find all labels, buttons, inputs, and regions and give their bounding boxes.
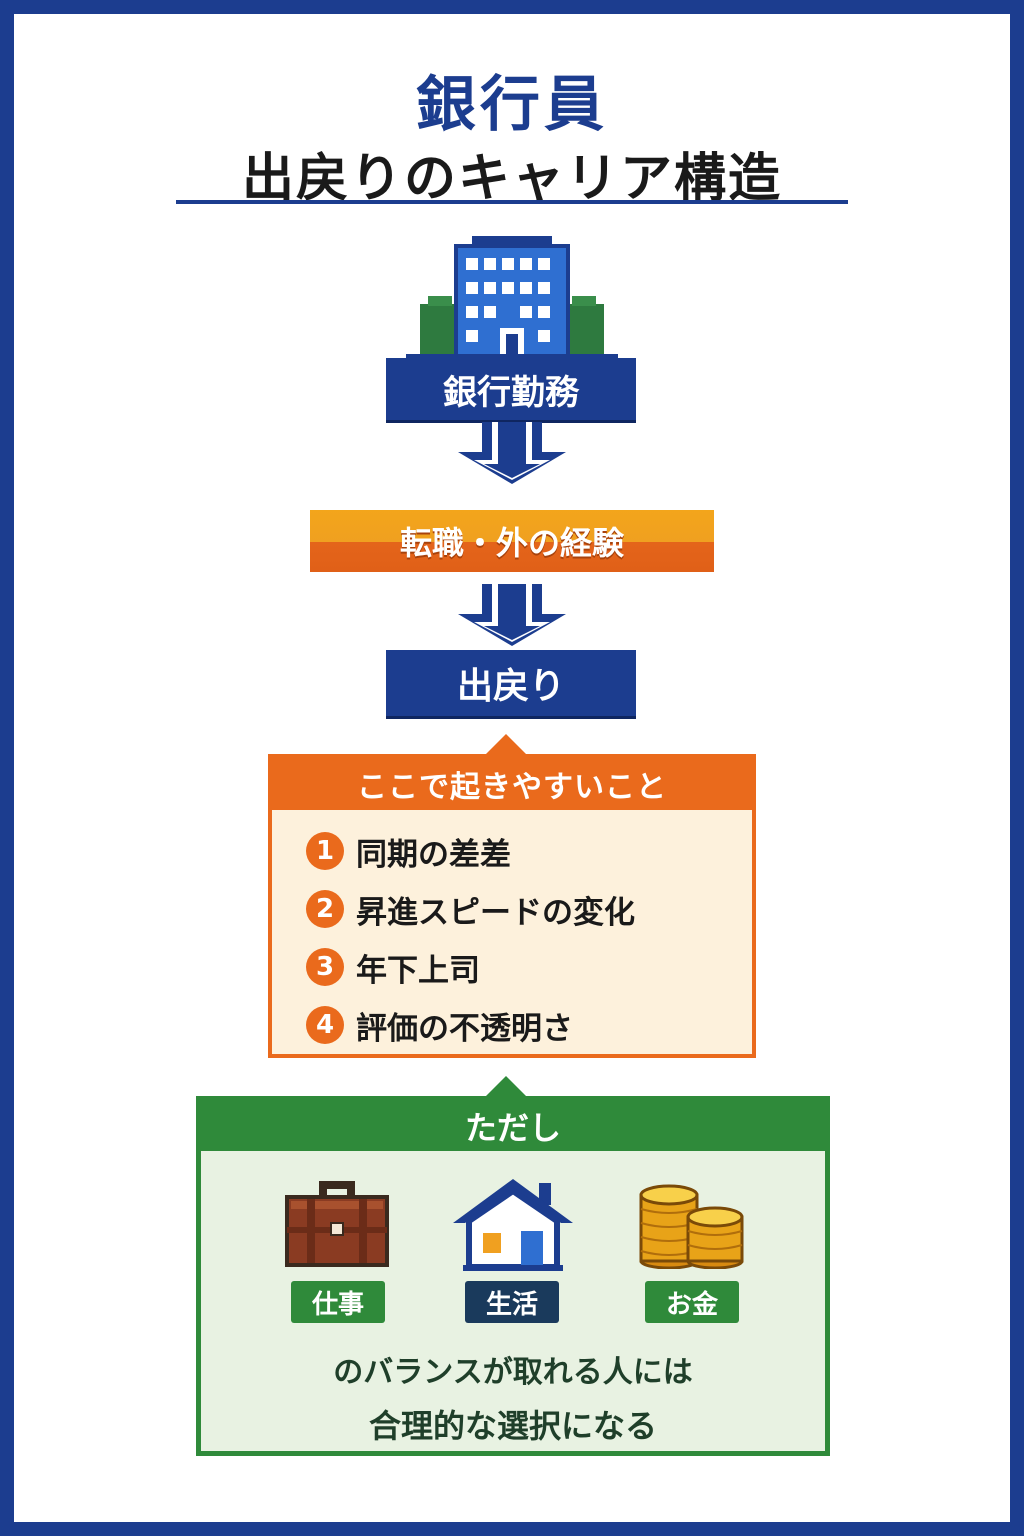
however-header: ただし (201, 1101, 825, 1151)
issue-item: 3 年下上司 (306, 944, 480, 990)
briefcase-icon (285, 1181, 389, 1267)
issue-number-badge: 1 (306, 832, 344, 870)
poster-frame: 銀行員 出戻りのキャリア構造 銀行勤務 転職・外の経験 出戻り (14, 14, 1010, 1522)
bank-work-box: 銀行勤務 (386, 358, 636, 420)
down-arrow-icon (458, 422, 566, 484)
work-tag: 仕事 (291, 1281, 385, 1323)
issue-number-badge: 2 (306, 890, 344, 928)
title-sub: 出戻りのキャリア構造 (241, 149, 782, 209)
however-panel: ただし (196, 1096, 830, 1456)
title-divider (176, 200, 848, 204)
life-tag: 生活 (465, 1281, 559, 1323)
issue-item: 1 同期の差差 (306, 828, 511, 874)
conclusion-text: 合理的な選択になる (368, 1407, 657, 1445)
issue-text: 評価の不透明さ (356, 1010, 573, 1047)
return-box: 出戻り (386, 650, 636, 716)
down-arrow-icon (458, 584, 566, 646)
outside-experience-band: 転職・外の経験 (310, 510, 714, 572)
title-main: 銀行員 (416, 70, 608, 140)
house-icon (453, 1179, 573, 1271)
issue-text: 年下上司 (356, 952, 480, 989)
coins-icon (639, 1184, 744, 1269)
issue-item: 4 評価の不透明さ (306, 1002, 573, 1048)
issue-text: 昇進スピードの変化 (356, 894, 635, 931)
office-building-icon (406, 236, 618, 364)
issues-panel: ここで起きやすいこと 1 同期の差差 2 昇進スピードの変化 3 年下上司 4 … (268, 754, 756, 1058)
issues-header: ここで起きやすいこと (272, 758, 752, 810)
callout-pointer (484, 734, 528, 756)
issue-number-badge: 3 (306, 948, 344, 986)
issue-text: 同期の差差 (356, 836, 511, 873)
issue-item: 2 昇進スピードの変化 (306, 886, 635, 932)
issue-number-badge: 4 (306, 1006, 344, 1044)
money-tag: お金 (645, 1281, 739, 1323)
callout-pointer (484, 1076, 528, 1098)
balance-text: のバランスが取れる人には (333, 1355, 693, 1390)
